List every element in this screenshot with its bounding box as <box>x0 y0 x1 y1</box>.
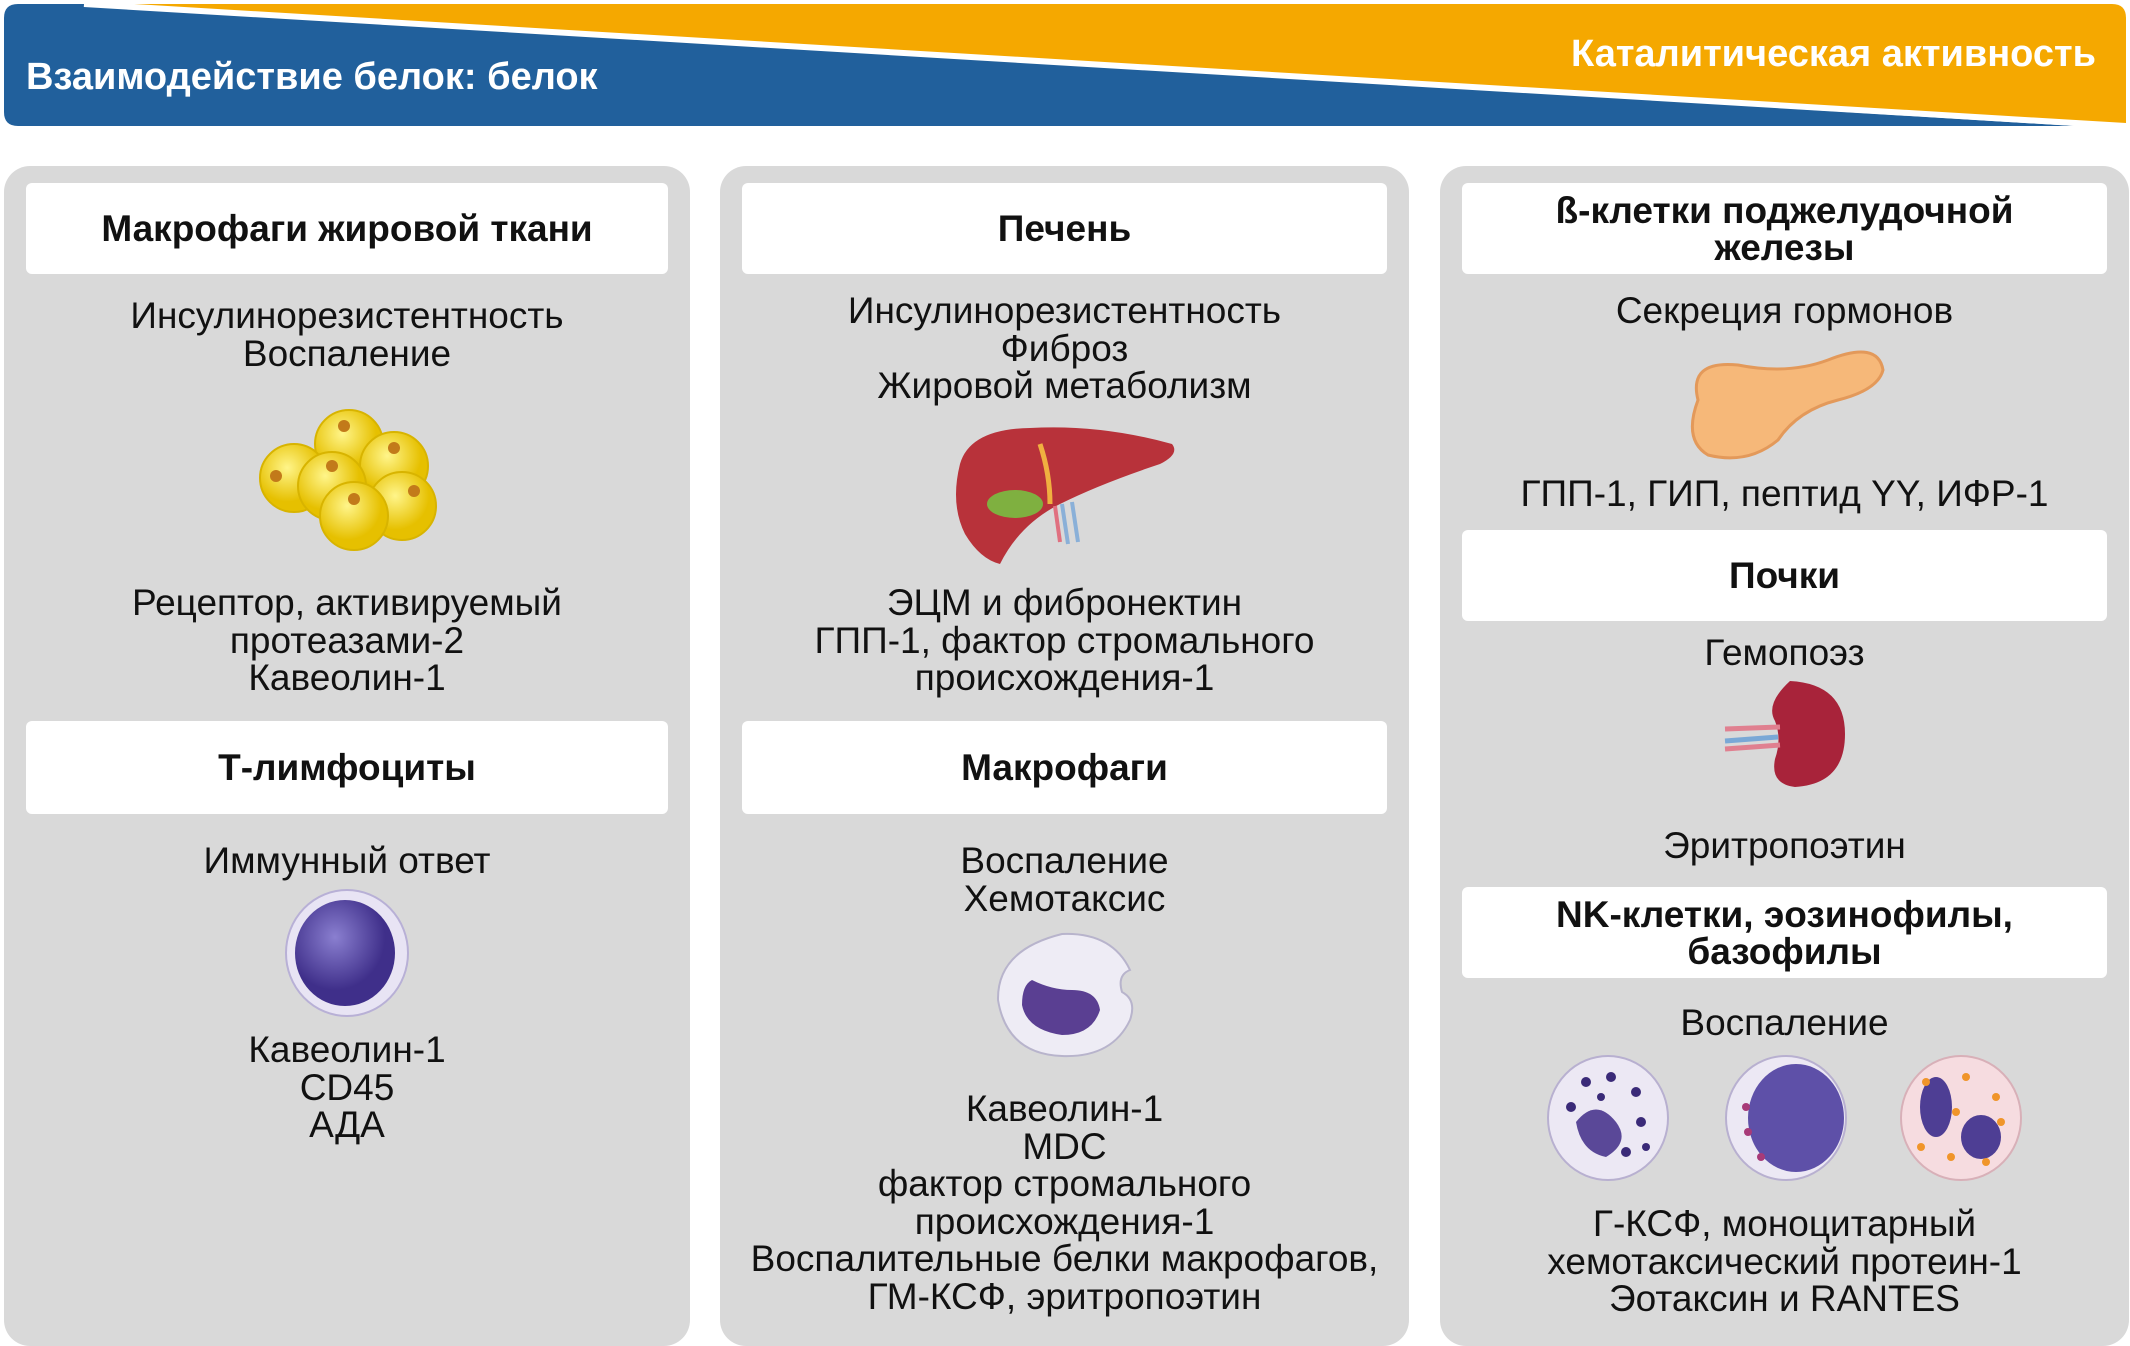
pancreas-illustration <box>1690 350 1885 460</box>
functions-list: Гемопоэз <box>1440 634 2129 672</box>
nk-cell-icon <box>1725 1055 1847 1181</box>
molecule-item: ЭЦМ и фибронектин <box>886 582 1243 623</box>
molecule-item: Рецептор, активируемый <box>132 582 562 623</box>
molecule-item: ГПП-1, ГИП, пептид YY, ИФР-1 <box>1520 473 2049 514</box>
function-item: Гемопоэз <box>1704 632 1865 673</box>
section-title: Макрофаги жировой ткани <box>26 183 668 274</box>
header-banner: Взаимодействие белок: белок Каталитическ… <box>4 1 2127 129</box>
molecules-list: Эритропоэтин <box>1440 827 2129 865</box>
catalytic-activity-label: Каталитическая активность <box>1571 33 2096 75</box>
molecules-list: Кавеолин-1 CD45 АДА <box>4 1031 690 1144</box>
function-item: Иммунный ответ <box>203 840 491 881</box>
functions-list: Воспаление Хемотаксис <box>720 842 1409 917</box>
functions-list: Инсулинорезистентность Фиброз Жировой ме… <box>720 292 1409 405</box>
molecule-item: Кавеолин-1 <box>965 1088 1164 1129</box>
function-item: Инсулинорезистентность <box>130 295 564 336</box>
fat-cells-illustration <box>259 409 437 551</box>
molecules-list: Кавеолин-1 MDC фактор стромального проис… <box>720 1090 1409 1315</box>
banner-gradient-shape <box>4 1 2127 129</box>
protein-protein-interaction-label: Взаимодействие белок: белок <box>26 56 598 98</box>
molecule-item: Кавеолин-1 <box>248 657 446 698</box>
molecules-list: ГПП-1, ГИП, пептид YY, ИФР-1 <box>1440 475 2129 513</box>
kidney-illustration <box>1724 681 1845 787</box>
liver-illustration <box>956 427 1175 564</box>
molecule-item: фактор стромального <box>877 1163 1252 1204</box>
column-pancreas-kidney-immune: ß-клетки поджелудочной железы Секреция г… <box>1440 166 2129 1346</box>
section-title-line: железы <box>1714 226 1855 268</box>
molecules-list: Рецептор, активируемый протеазами-2 Каве… <box>4 584 690 697</box>
column-adipose-lymphocytes: Макрофаги жировой ткани Инсулинорезистен… <box>4 166 690 1346</box>
section-title: ß-клетки поджелудочной железы <box>1462 183 2107 274</box>
molecule-item: Г-КСФ, моноцитарный <box>1592 1203 1977 1244</box>
molecule-item: Эотаксин и RANTES <box>1609 1278 1960 1319</box>
molecule-item: MDC <box>1022 1125 1107 1167</box>
molecule-item: протеазами-2 <box>229 619 465 661</box>
granulocytes-illustration <box>1547 1055 2022 1181</box>
section-title: Печень <box>742 183 1387 274</box>
section-title: Т-лимфоциты <box>26 721 668 814</box>
function-item: Инсулинорезистентность <box>847 290 1282 331</box>
molecule-item: ГМ-КСФ, эритропоэтин <box>867 1275 1262 1317</box>
section-title: NK-клетки, эозинофилы, базофилы <box>1462 887 2107 978</box>
section-title: Макрофаги <box>742 721 1387 814</box>
eosinophil-icon <box>1900 1055 2022 1181</box>
macrophage-illustration <box>996 932 1134 1058</box>
function-item: Воспаление <box>1680 1002 1889 1043</box>
molecule-item: происхождения-1 <box>914 1200 1215 1242</box>
function-item: Фиброз <box>1000 327 1129 369</box>
functions-list: Иммунный ответ <box>4 842 690 880</box>
molecule-item: происхождения-1 <box>914 657 1215 698</box>
section-title-line: ß-клетки поджелудочной <box>1555 189 2014 231</box>
section-title-line: базофилы <box>1687 930 1882 972</box>
function-item: Жировой метаболизм <box>877 365 1252 406</box>
molecule-item: Кавеолин-1 <box>248 1029 446 1070</box>
function-item: Секреция гормонов <box>1615 290 1954 331</box>
section-title-line: NK-клетки, эозинофилы, <box>1556 893 2013 935</box>
molecule-item: хемотаксический протеин-1 <box>1547 1240 2022 1282</box>
molecule-item: Эритропоэтин <box>1663 825 1906 866</box>
molecules-list: ЭЦМ и фибронектин ГПП-1, фактор стромаль… <box>720 584 1409 697</box>
function-item: Хемотаксис <box>963 877 1166 919</box>
lymphocyte-illustration <box>285 889 409 1017</box>
functions-list: Секреция гормонов <box>1440 292 2129 330</box>
molecule-item: ГПП-1, фактор стромального <box>814 619 1315 661</box>
column-liver-macrophages: Печень Инсулинорезистентность Фиброз Жир… <box>720 166 1409 1346</box>
function-item: Воспаление <box>960 840 1169 881</box>
functions-list: Инсулинорезистентность Воспаление <box>4 297 690 372</box>
molecule-item: CD45 <box>299 1066 395 1108</box>
molecules-list: Г-КСФ, моноцитарный хемотаксический прот… <box>1440 1205 2129 1318</box>
molecule-item: Воспалительные белки макрофагов, <box>750 1238 1379 1279</box>
molecule-item: АДА <box>309 1104 385 1145</box>
section-title: Почки <box>1462 530 2107 621</box>
basophil-icon <box>1547 1055 1669 1181</box>
function-item: Воспаление <box>242 332 452 374</box>
functions-list: Воспаление <box>1440 1004 2129 1042</box>
